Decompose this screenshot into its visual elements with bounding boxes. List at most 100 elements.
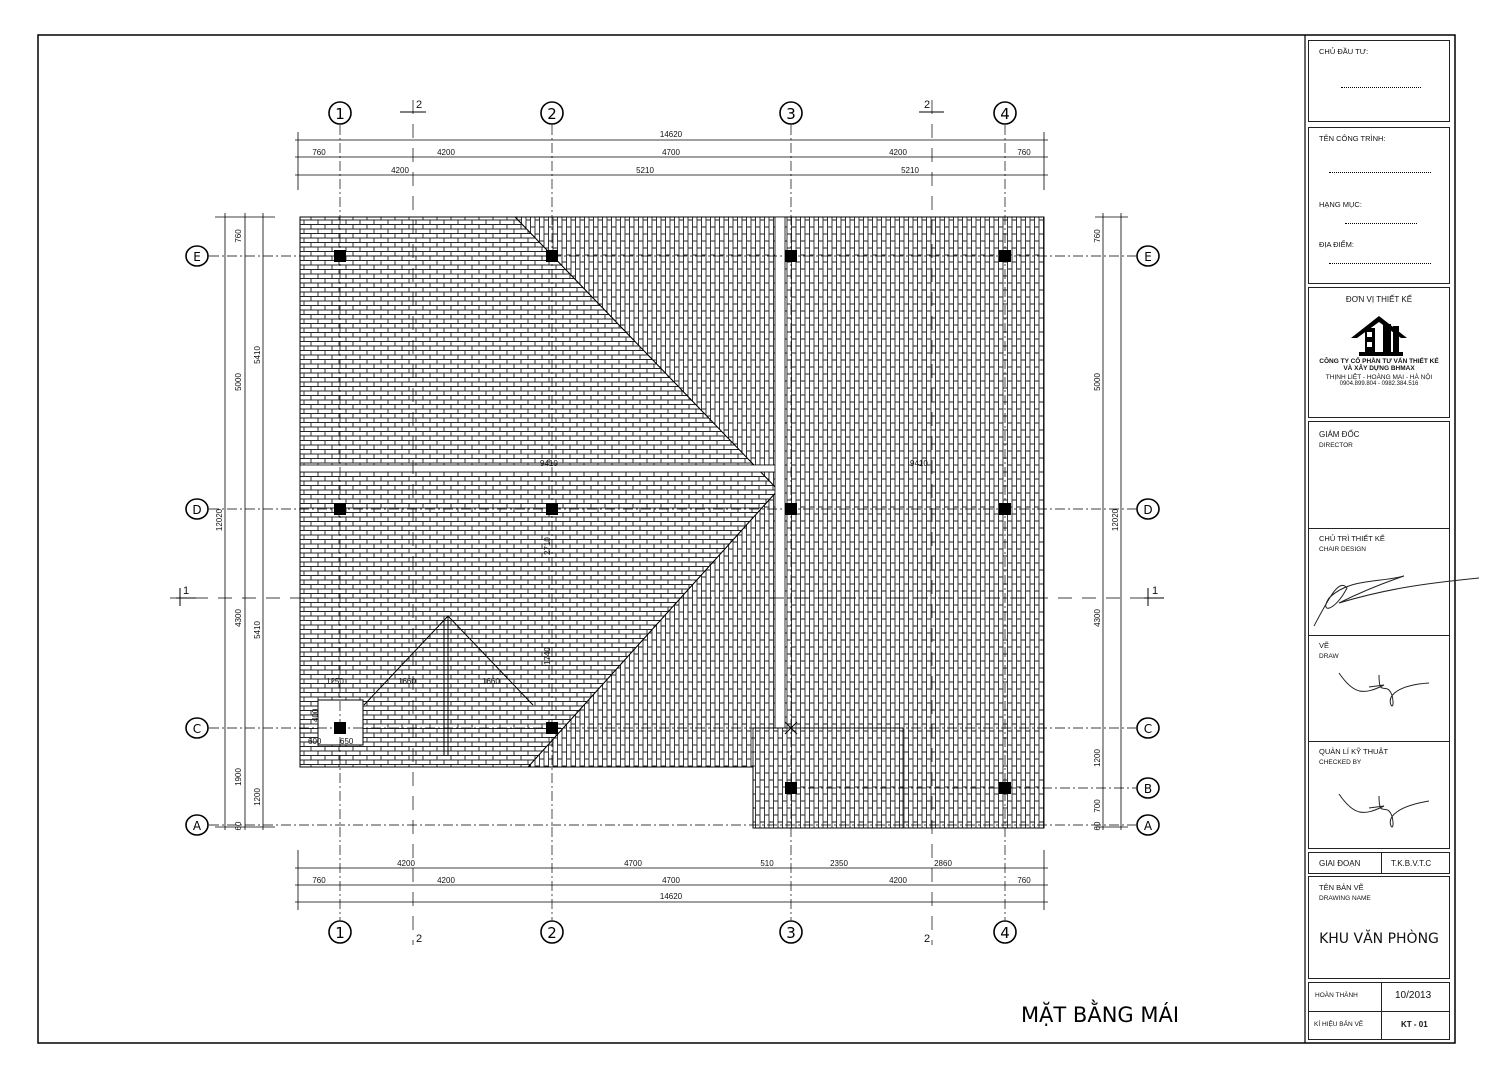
sheet-frame	[37, 34, 1456, 1044]
drawing-name: KHU VĂN PHÒNG	[1319, 931, 1439, 947]
grid-label: 3	[786, 924, 796, 942]
roof-gutter	[299, 464, 779, 473]
item-label: HẠNG MỤC:	[1319, 200, 1362, 209]
dim-left-axis: 1900	[234, 768, 243, 786]
dim-top-axis: 760	[312, 148, 326, 157]
grid-label: A	[1144, 819, 1153, 833]
roof-valley-strip	[774, 216, 786, 729]
checked-label-en: CHECKED BY	[1319, 759, 1362, 766]
dim-left-axis: 5000	[234, 373, 243, 391]
completion-box: HOÀN THÀNH 10/2013 KÍ HIỆU BẢN VẼ KT - 0…	[1308, 982, 1450, 1040]
checked-label: QUẢN LÍ KỸ THUẬT	[1319, 747, 1389, 756]
dim-inner: 1660	[482, 677, 500, 686]
dim-bottom-axis: 4200	[889, 876, 907, 885]
section-marker: 2	[416, 99, 422, 111]
signature-draw	[1338, 672, 1430, 707]
section-marker: 2	[924, 933, 930, 945]
complete-label: HOÀN THÀNH	[1315, 992, 1358, 999]
grid-label: C	[193, 722, 201, 736]
director-label-en: DIRECTOR	[1319, 442, 1353, 449]
dim-inner: 600	[308, 737, 322, 746]
dimension-lines	[215, 132, 1128, 910]
code-value: KT - 01	[1401, 1020, 1428, 1029]
dim-bottom-roof: 2350	[830, 859, 848, 868]
draw-label: VẼ	[1319, 641, 1330, 650]
signature-checked	[1338, 793, 1430, 828]
grid-bubble-3	[779, 101, 803, 944]
grid-bubble-1	[328, 101, 352, 944]
dim-bottom-roof: 4200	[397, 859, 415, 868]
dim-right-axis: 5000	[1093, 373, 1102, 391]
owner-box: CHỦ ĐẦU TƯ:	[1308, 40, 1450, 122]
dim-right-axis: 700	[1093, 799, 1102, 813]
director-box: GIÁM ĐỐC DIRECTOR	[1308, 421, 1450, 529]
drawing-title: MẶT BẰNG MÁI	[1021, 999, 1179, 1027]
owner-label: CHỦ ĐẦU TƯ:	[1319, 47, 1369, 56]
grid-label: D	[192, 503, 201, 517]
dim-bottom-axis: 760	[312, 876, 326, 885]
project-label: TÊN CÔNG TRÌNH:	[1319, 134, 1386, 143]
dim-top-axis: 4700	[662, 148, 680, 157]
grid-label: 3	[786, 105, 796, 123]
dim-inner: 9410	[540, 459, 558, 468]
dim-top-axis: 4200	[437, 148, 455, 157]
dim-right-total: 12020	[1111, 508, 1120, 531]
grid-label: 1	[335, 105, 345, 123]
drawing-name-label-en: DRAWING NAME	[1319, 895, 1371, 902]
grid-label: C	[1144, 722, 1152, 736]
dim-bottom-axis: 4700	[662, 876, 680, 885]
grid-label: D	[1143, 503, 1152, 517]
director-label: GIÁM ĐỐC	[1319, 430, 1360, 439]
company-phone: 0904.899.804 - 0982.384.516	[1339, 381, 1419, 387]
section-marker: 2	[924, 99, 930, 111]
dim-right-axis: 60	[1093, 821, 1102, 830]
roof-plan	[299, 216, 1045, 829]
dim-left-roof: 1200	[253, 788, 262, 806]
dim-inner: 1250	[326, 677, 344, 686]
section-marker: 1	[1152, 585, 1158, 597]
grid-label: B	[1144, 782, 1152, 796]
dim-bottom-roof: 510	[760, 859, 774, 868]
dim-inner: 1660	[398, 677, 416, 686]
company-name-2: VÀ XÂY DỰNG BHMAX	[1343, 365, 1415, 372]
draw-box: VẼ DRAW	[1308, 635, 1450, 742]
dim-top-roof: 5210	[901, 166, 919, 175]
complete-value: 10/2013	[1395, 990, 1432, 1001]
section-marker: 1	[183, 585, 189, 597]
grid-bubble-2	[540, 101, 564, 944]
location-label: ĐỊA ĐIỂM:	[1319, 240, 1355, 249]
company-name-1: CÔNG TY CỔ PHẦN TƯ VẤN THIẾT KẾ	[1319, 358, 1439, 365]
grid-label: 4	[1000, 105, 1010, 123]
grid-label: 2	[547, 924, 557, 942]
stage-label: GIAI ĐOẠN	[1319, 859, 1361, 868]
grid-label: E	[193, 250, 201, 264]
stage-value: T.K.B.V.T.C	[1391, 859, 1432, 868]
dim-left-axis: 4300	[234, 609, 243, 627]
dim-right-axis: 760	[1093, 229, 1102, 243]
grid-label: E	[1144, 250, 1152, 264]
dim-right-axis: 4300	[1093, 609, 1102, 627]
dim-inner: 9410	[910, 459, 928, 468]
dim-bottom-total: 14620	[660, 892, 683, 901]
designer-label: ĐƠN VỊ THIẾT KẾ	[1345, 295, 1413, 304]
dim-top-total: 14620	[660, 130, 683, 139]
designer-box: ĐƠN VỊ THIẾT KẾ CÔNG TY CỔ PHẦN TƯ VẤN T…	[1308, 287, 1450, 418]
structural-columns	[334, 250, 1011, 794]
dim-top-axis: 760	[1017, 148, 1031, 157]
dim-left-roof: 5410	[253, 346, 262, 364]
dim-top-roof: 4200	[391, 166, 409, 175]
dim-top-roof: 5210	[636, 166, 654, 175]
dim-top-axis: 4200	[889, 148, 907, 157]
grid-label: 1	[335, 924, 345, 942]
grid-label: A	[193, 819, 202, 833]
chair-label-en: CHAIR DESIGN	[1319, 546, 1366, 553]
section-marker: 2	[416, 933, 422, 945]
code-label: KÍ HIỆU BẢN VẼ	[1314, 1021, 1364, 1028]
dim-left-axis: 760	[234, 229, 243, 243]
grid-label: 4	[1000, 924, 1010, 942]
dim-inner: 1740	[543, 647, 552, 665]
draw-label-en: DRAW	[1319, 653, 1339, 660]
dim-left-roof: 5410	[253, 621, 262, 639]
chair-label: CHỦ TRÌ THIẾT KẾ	[1319, 534, 1385, 543]
